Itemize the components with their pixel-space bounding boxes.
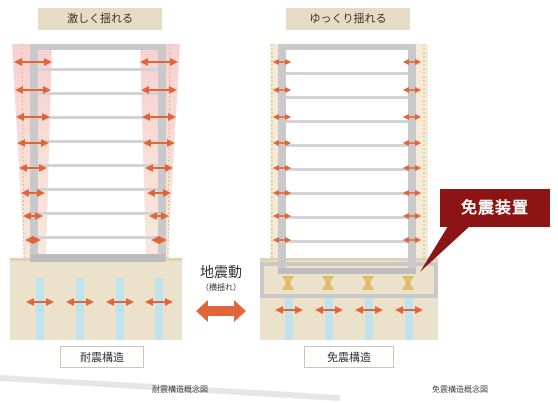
right-building-frame (278, 44, 416, 274)
sway-arrows-right (272, 58, 422, 244)
left-building-frame (30, 44, 166, 262)
callout-pointer (420, 226, 470, 272)
bottom-divider (0, 375, 341, 401)
sway-arrows-left (14, 58, 178, 244)
isolator-icon (282, 276, 414, 290)
left-title: 激しく揺れる (38, 8, 162, 30)
right-structure-label: 免震構造 (304, 346, 394, 368)
isolator-callout: 免震装置 (440, 189, 550, 227)
ground-motion-sublabel: （横揺れ） (201, 283, 241, 292)
left-structure-label: 耐震構造 (60, 346, 144, 368)
right-title: ゆっくり揺れる (286, 8, 410, 30)
left-caption: 耐震構造概念図 (152, 385, 208, 394)
right-caption: 免震構造概念図 (432, 385, 488, 394)
ground-edge-right (260, 258, 438, 261)
piles-left (36, 278, 163, 340)
sway-zone-right-building-right (414, 44, 428, 258)
isolation-pit (260, 262, 438, 298)
piles-right (285, 296, 413, 340)
ground-motion-label: 地震動 (200, 265, 242, 281)
double-arrow-icon (196, 300, 246, 322)
